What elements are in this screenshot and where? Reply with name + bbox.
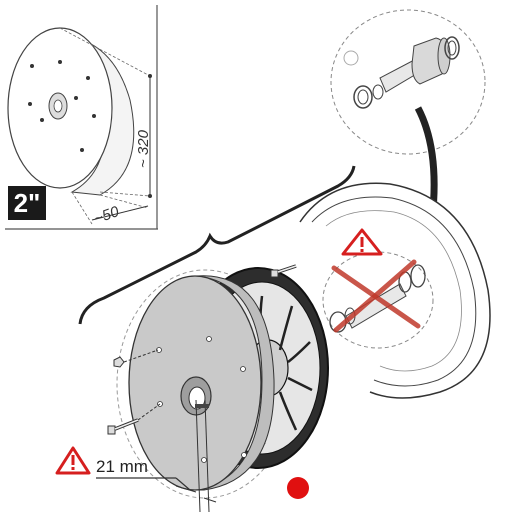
- wheel-disc: [128, 275, 275, 491]
- warning-triangle-icon: [55, 446, 91, 475]
- bolt-left-upper: [113, 349, 159, 368]
- red-indicator-dot: [287, 477, 309, 499]
- spacing-callout: 21 mm: [55, 446, 191, 491]
- diameter-label: ~ 320: [135, 129, 152, 168]
- warning-triangle-icon: [341, 228, 383, 256]
- old-axle-bubble: [322, 251, 434, 349]
- main-wheel-assembly: [107, 264, 329, 513]
- group-bracket: [78, 165, 356, 325]
- bearing-ring-right: [444, 36, 460, 60]
- bolt-top: [270, 264, 297, 278]
- size-badge: 2": [8, 186, 46, 220]
- reject-cross-icon: [331, 259, 421, 333]
- axle-shaft: [379, 37, 451, 93]
- bearing-ring-left: [353, 84, 384, 109]
- width-label: ~50: [92, 203, 122, 228]
- inset-wheel-dimension-panel: ~ 320 ~50: [5, 5, 158, 230]
- spacing-label: 21 mm: [96, 457, 148, 476]
- bolt-left-lower: [107, 403, 161, 435]
